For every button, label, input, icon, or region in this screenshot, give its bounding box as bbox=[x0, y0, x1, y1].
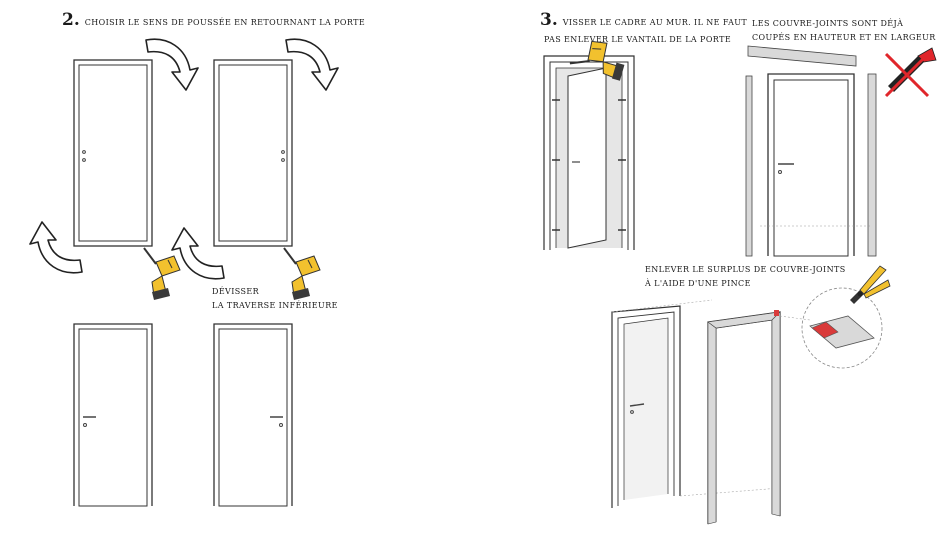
step-3-instruction-line2: pas enlever le vantail de la porte bbox=[544, 35, 732, 44]
precut-caption-line1: Les couvre-joints sont déjà bbox=[752, 19, 904, 28]
door-frame-top-right bbox=[213, 59, 293, 247]
trim-caption-line2: à l'aide d'une pince bbox=[645, 279, 751, 288]
curved-rotate-arrow-icon bbox=[285, 38, 339, 91]
cordless-drill-icon bbox=[143, 247, 181, 301]
step-2-number: 2. bbox=[62, 10, 80, 30]
pliers-icon bbox=[850, 265, 891, 304]
precut-caption-line2: coupés en hauteur et en largeur bbox=[752, 33, 936, 42]
unscrew-caption-line1: Dévisser bbox=[212, 287, 260, 296]
door-bottom-left bbox=[73, 323, 153, 507]
door-with-casing bbox=[760, 73, 872, 257]
unscrew-caption: Dévisser la traverse inférieure bbox=[212, 285, 338, 313]
cordless-drill-icon bbox=[283, 247, 321, 301]
door-bottom-right bbox=[213, 323, 293, 507]
no-saw-icon bbox=[884, 47, 937, 98]
perspective-casing-frame bbox=[707, 310, 811, 525]
step-3-instruction-line1: Visser le cadre au mur. Il ne faut bbox=[562, 18, 748, 27]
curved-rotate-arrow-icon bbox=[145, 38, 199, 91]
curved-rotate-arrow-icon bbox=[171, 227, 225, 280]
step-3-number: 3. bbox=[540, 10, 558, 30]
casing-top bbox=[747, 45, 857, 67]
step-2-heading: 2. Choisir le sens de poussée en retourn… bbox=[62, 10, 365, 30]
unscrew-caption-line2: la traverse inférieure bbox=[212, 301, 338, 310]
trim-caption: Enlever le surplus de couvre-joints à l'… bbox=[645, 263, 846, 291]
zoom-detail-circle bbox=[801, 287, 883, 369]
casing-side-right bbox=[867, 73, 877, 257]
casing-side-left bbox=[745, 75, 753, 257]
door-frame-top-left bbox=[73, 59, 153, 247]
perspective-door-frame bbox=[611, 299, 781, 508]
step-2-instruction: Choisir le sens de poussée en retournant… bbox=[84, 18, 366, 27]
step-3-heading: 3. Visser le cadre au mur. Il ne faut bbox=[540, 10, 747, 30]
frame-with-open-door bbox=[543, 55, 635, 250]
precut-caption: Les couvre-joints sont déjà coupés en ha… bbox=[752, 17, 936, 45]
trim-caption-line1: Enlever le surplus de couvre-joints bbox=[645, 265, 846, 274]
